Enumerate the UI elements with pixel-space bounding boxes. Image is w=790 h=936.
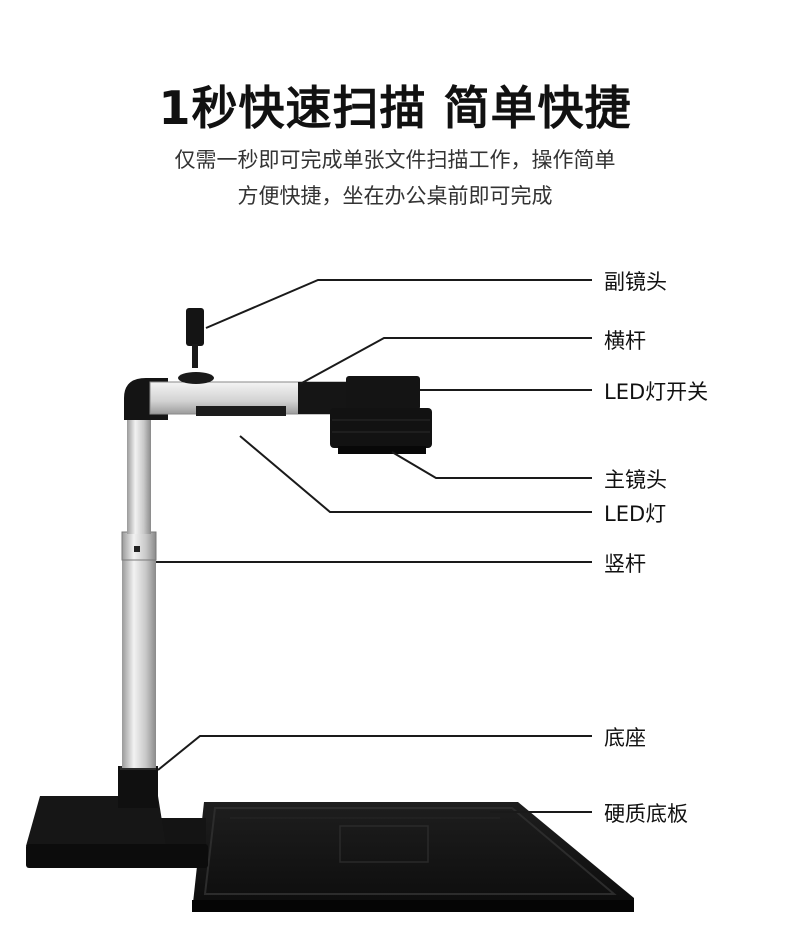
vertical-pole [121, 410, 157, 768]
label-crossbar: 横杆 [604, 329, 646, 353]
label-aux-lens: 副镜头 [604, 270, 667, 294]
label-led-light: LED灯 [604, 502, 667, 526]
page-title: 1秒快速扫描 简单快捷 [158, 81, 632, 135]
main-lens-head [330, 376, 432, 454]
hard-board [192, 802, 634, 912]
leader-base [157, 735, 592, 771]
subtitle-line-1: 仅需一秒即可完成单张文件扫描工作，操作简单 [174, 148, 616, 172]
leader-crossbar [299, 337, 592, 385]
label-led-switch: LED灯开关 [604, 380, 709, 404]
leader-main-lens [391, 451, 592, 479]
leader-lines [156, 279, 592, 813]
label-hard-board: 硬质底板 [604, 802, 688, 826]
crossbar [124, 378, 351, 420]
aux-lens [178, 308, 214, 384]
subtitle-line-2: 方便快捷，坐在办公桌前即可完成 [237, 184, 553, 208]
leader-aux-lens [205, 279, 592, 329]
leader-led-light [239, 435, 592, 513]
label-main-lens: 主镜头 [604, 468, 667, 492]
label-vertical-pole: 竖杆 [604, 552, 646, 576]
base [26, 766, 208, 868]
label-base: 底座 [604, 726, 646, 750]
